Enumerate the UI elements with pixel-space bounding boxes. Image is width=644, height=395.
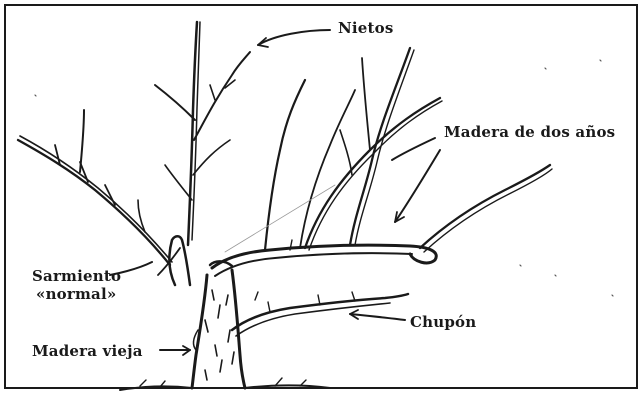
label-madera-vieja: Madera vieja <box>32 343 143 359</box>
label-sarmiento-line2: «normal» <box>36 286 116 302</box>
label-nietos: Nietos <box>338 20 394 36</box>
label-madera-dos-anos: Madera de dos años <box>444 124 615 140</box>
two-year-wood <box>212 48 552 300</box>
label-chupon: Chupón <box>410 314 476 330</box>
label-arrows <box>110 30 440 355</box>
normal-shoot <box>18 110 190 285</box>
label-sarmiento-line1: Sarmiento <box>32 268 121 284</box>
grandchild-shoots <box>155 22 250 245</box>
old-wood-trunk <box>120 261 330 390</box>
water-sprout <box>232 292 408 336</box>
